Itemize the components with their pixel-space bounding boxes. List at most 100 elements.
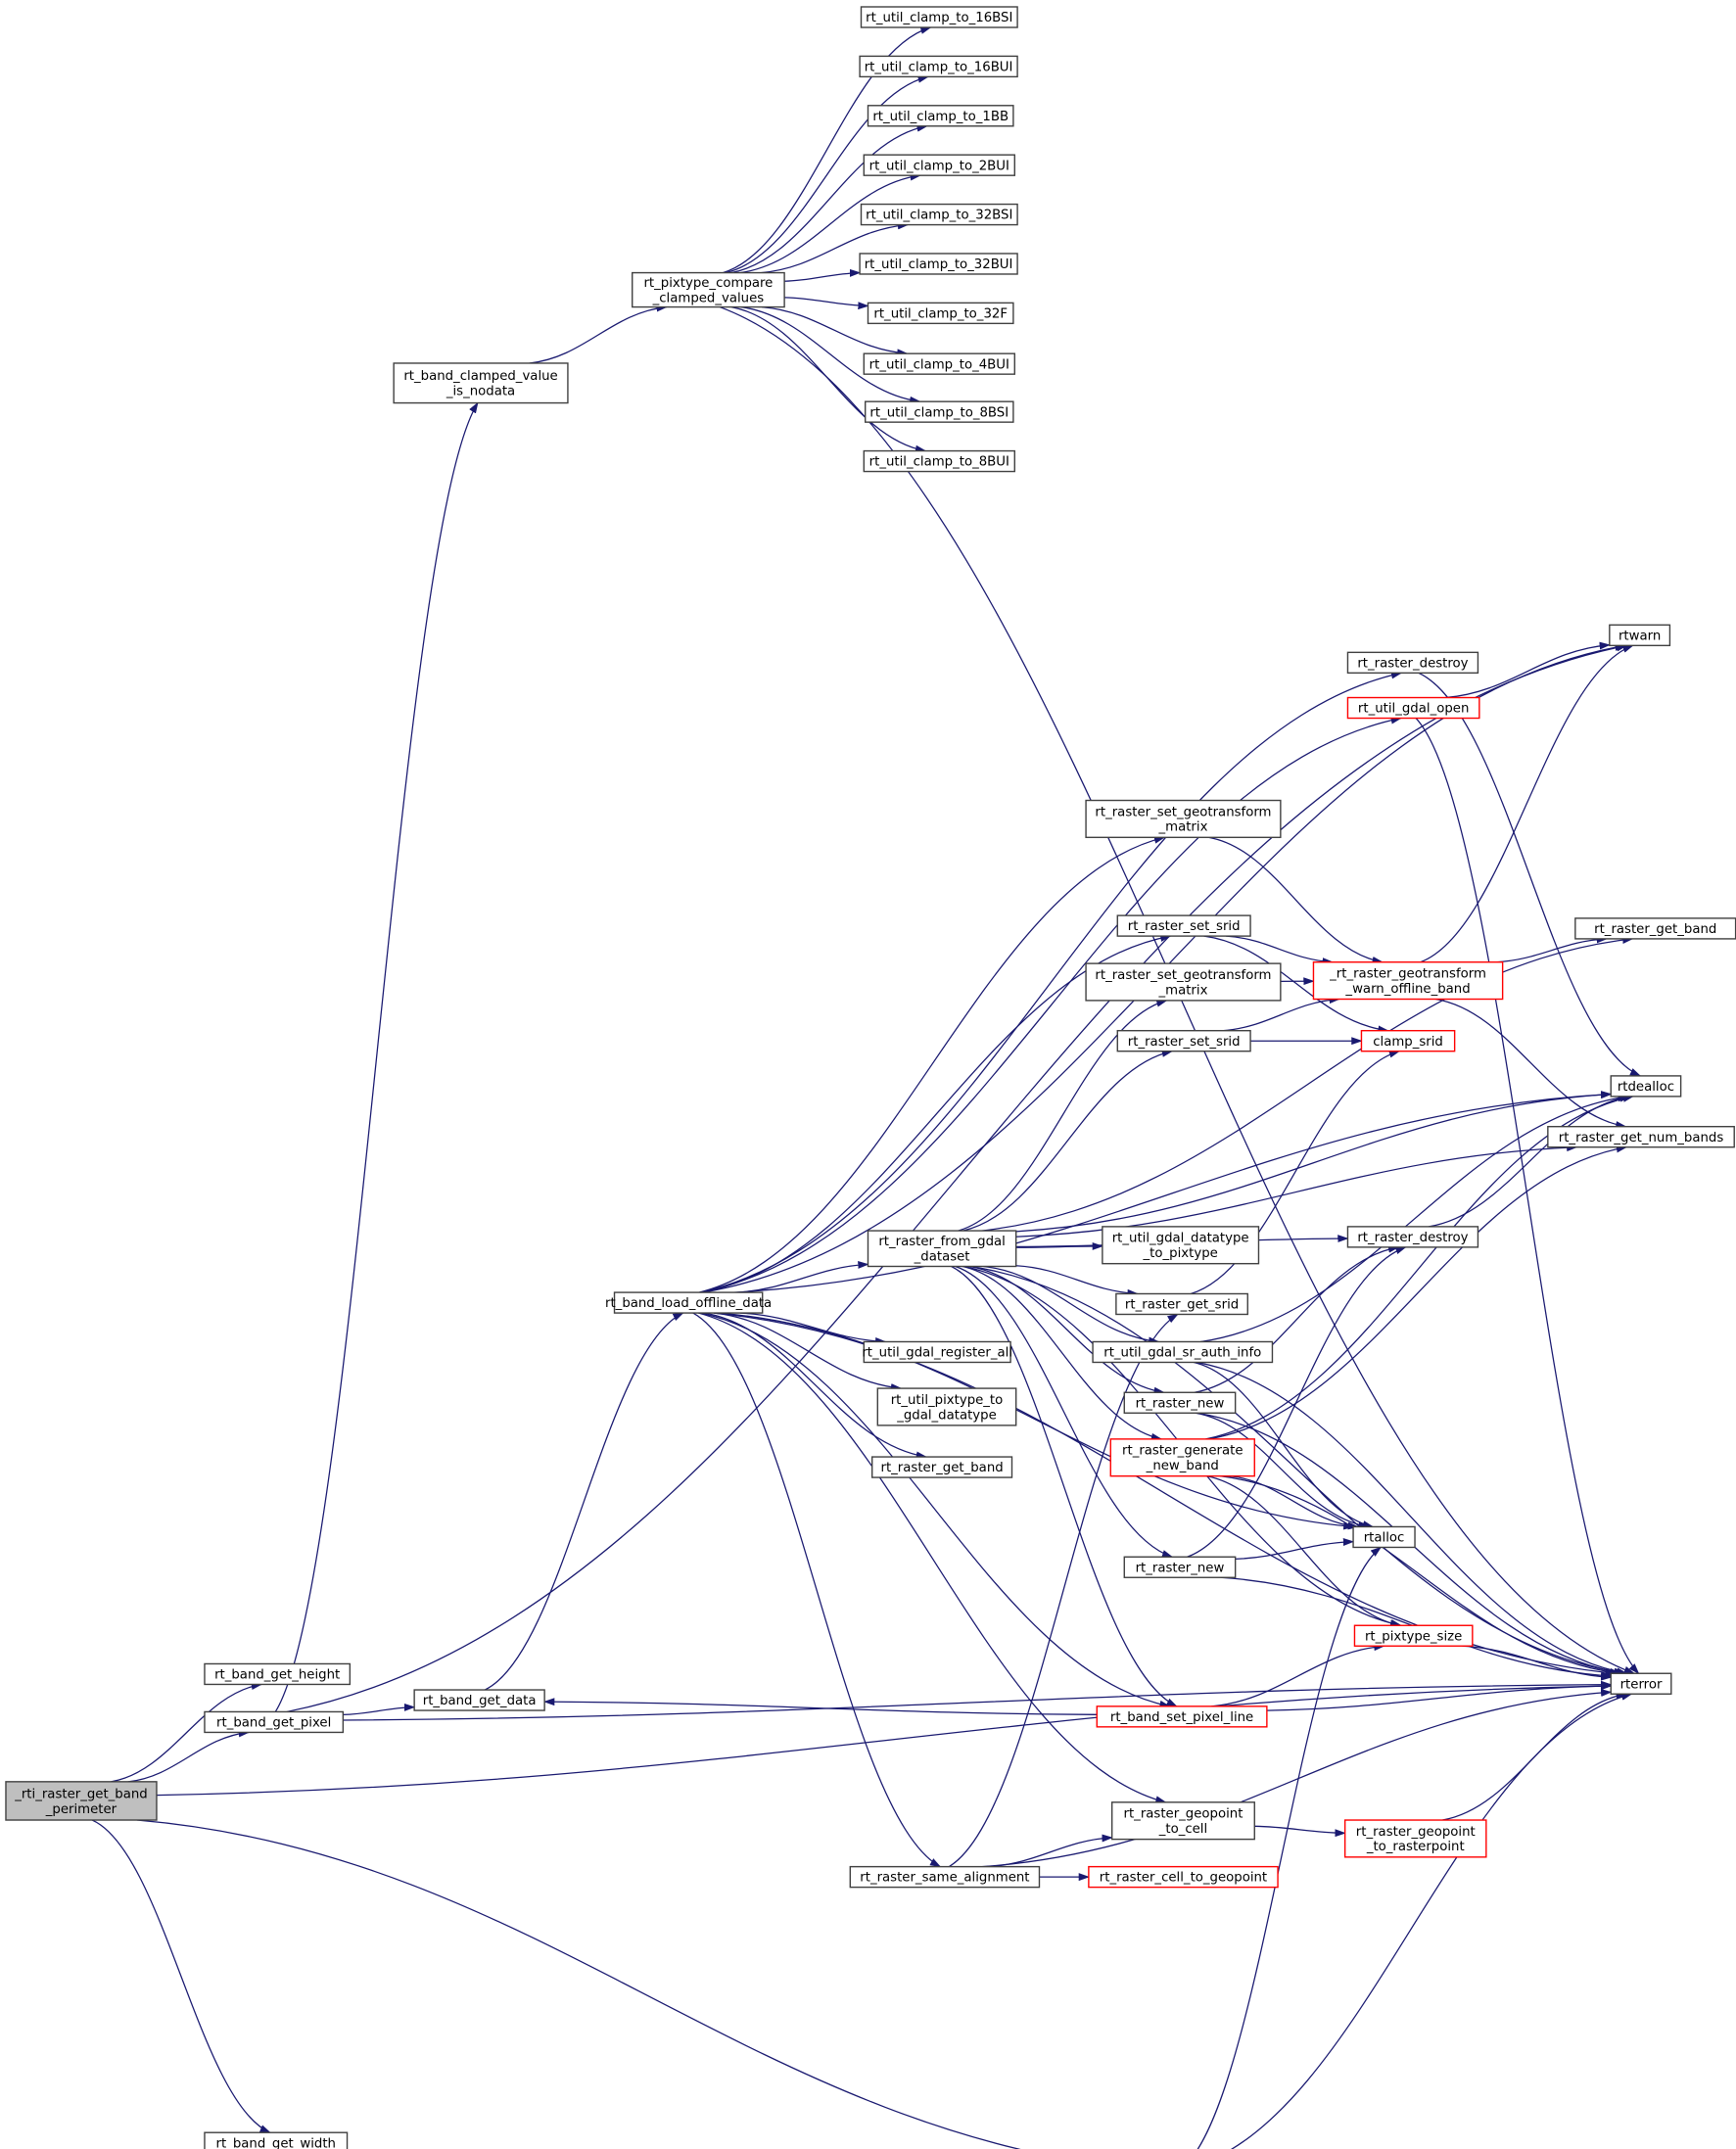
node-get-height[interactable]: rt_band_get_height bbox=[204, 1662, 352, 1686]
node-box[interactable] bbox=[204, 1710, 345, 1734]
node-pixtype-to-gdal[interactable]: rt_util_pixtype_to_gdal_datatype bbox=[876, 1387, 1017, 1426]
node-set-geo-b[interactable]: rt_raster_set_geotransform_matrix bbox=[1085, 962, 1282, 1002]
node-box[interactable] bbox=[860, 203, 1018, 226]
node-get-pixel[interactable]: rt_band_get_pixel bbox=[204, 1710, 345, 1734]
node-box[interactable] bbox=[870, 1456, 1013, 1478]
node-rtdealloc[interactable]: rtdealloc bbox=[1610, 1075, 1682, 1098]
node-box[interactable] bbox=[613, 1291, 764, 1314]
node-box[interactable] bbox=[865, 400, 1014, 423]
node-from-gdal[interactable]: rt_raster_from_gdal_dataset bbox=[867, 1230, 1017, 1268]
node-warn-offline[interactable]: _rt_raster_geotransform_warn_offline_ban… bbox=[1312, 961, 1504, 1001]
node-rtalloc[interactable]: rtalloc bbox=[1352, 1525, 1416, 1549]
node-box[interactable] bbox=[1609, 624, 1671, 647]
node-box[interactable] bbox=[1547, 1125, 1735, 1148]
node-box[interactable] bbox=[1610, 1672, 1672, 1695]
node-box[interactable] bbox=[867, 1230, 1017, 1268]
node-box[interactable] bbox=[1085, 962, 1282, 1002]
node-box[interactable] bbox=[1115, 1292, 1248, 1316]
node-c4bui[interactable]: rt_util_clamp_to_4BUI bbox=[863, 352, 1015, 375]
node-root[interactable]: _rti_raster_get_band_perimeter bbox=[5, 1781, 158, 1821]
node-box[interactable] bbox=[863, 154, 1015, 176]
node-box[interactable] bbox=[1123, 1391, 1237, 1414]
node-box[interactable] bbox=[1110, 1801, 1255, 1841]
node-box[interactable] bbox=[204, 1662, 352, 1686]
node-raster-new-a[interactable]: rt_raster_new bbox=[1123, 1391, 1237, 1414]
node-compare-clamped[interactable]: rt_pixtype_compare_clamped_values bbox=[632, 271, 785, 308]
node-box[interactable] bbox=[413, 1689, 545, 1711]
node-label: rt_band_get_height bbox=[214, 1668, 340, 1683]
node-clamp-srid[interactable]: clamp_srid bbox=[1360, 1030, 1456, 1052]
node-box[interactable] bbox=[1085, 799, 1282, 839]
node-box[interactable] bbox=[1102, 1226, 1260, 1265]
edge-compare-clamped-to-c16bui bbox=[726, 74, 929, 274]
node-label: rt_band_get_pixel bbox=[216, 1716, 331, 1731]
node-geopoint-to-rasterpoint[interactable]: rt_raster_geopoint_to_rasterpoint bbox=[1343, 1819, 1487, 1858]
node-set-srid-a[interactable]: rt_raster_set_srid bbox=[1116, 914, 1251, 937]
node-box[interactable] bbox=[1353, 1624, 1474, 1647]
node-set-geo-a[interactable]: rt_raster_set_geotransform_matrix bbox=[1085, 799, 1282, 839]
node-box[interactable] bbox=[863, 352, 1015, 375]
node-c32f[interactable]: rt_util_clamp_to_32F bbox=[867, 302, 1014, 325]
node-box[interactable] bbox=[859, 55, 1018, 78]
node-gdal-dt-to-pix[interactable]: rt_util_gdal_datatype_to_pixtype bbox=[1102, 1226, 1260, 1265]
node-box[interactable] bbox=[1312, 961, 1504, 1001]
node-get-srid[interactable]: rt_raster_get_srid bbox=[1115, 1292, 1248, 1316]
node-c1bb[interactable]: rt_util_clamp_to_1BB bbox=[867, 105, 1014, 127]
node-box[interactable] bbox=[1352, 1525, 1416, 1549]
node-box[interactable] bbox=[876, 1387, 1017, 1426]
node-get-width[interactable]: rt_band_get_width bbox=[204, 2131, 349, 2149]
node-raster-new-b[interactable]: rt_raster_new bbox=[1123, 1556, 1237, 1578]
node-get-band-a[interactable]: rt_raster_get_band bbox=[870, 1456, 1013, 1478]
node-box[interactable] bbox=[1610, 1075, 1682, 1098]
node-box[interactable] bbox=[849, 1865, 1041, 1889]
node-box[interactable] bbox=[1346, 1226, 1479, 1248]
node-set-pixel-line[interactable]: rt_band_set_pixel_line bbox=[1096, 1705, 1268, 1728]
node-destroy-b[interactable]: rt_raster_destroy bbox=[1346, 1226, 1479, 1248]
node-box[interactable] bbox=[1343, 1819, 1487, 1858]
node-geopoint-to-cell[interactable]: rt_raster_geopoint_to_cell bbox=[1110, 1801, 1255, 1841]
node-clamped-nodata[interactable]: rt_band_clamped_value_is_nodata bbox=[393, 362, 569, 404]
node-c32bui[interactable]: rt_util_clamp_to_32BUI bbox=[859, 253, 1018, 275]
node-c8bsi[interactable]: rt_util_clamp_to_8BSI bbox=[865, 400, 1014, 423]
node-cell-to-geopoint[interactable]: rt_raster_cell_to_geopoint bbox=[1088, 1865, 1279, 1889]
node-box[interactable] bbox=[863, 1340, 1011, 1364]
node-sr-auth[interactable]: rt_util_gdal_sr_auth_info bbox=[1092, 1340, 1274, 1364]
node-box[interactable] bbox=[204, 2131, 349, 2149]
node-gen-new-band[interactable]: rt_raster_generate_new_band bbox=[1109, 1438, 1255, 1477]
node-set-srid-b[interactable]: rt_raster_set_srid bbox=[1116, 1030, 1251, 1052]
node-destroy-a[interactable]: rt_raster_destroy bbox=[1346, 651, 1479, 675]
node-box[interactable] bbox=[859, 253, 1018, 275]
node-rtwarn[interactable]: rtwarn bbox=[1609, 624, 1671, 647]
node-box[interactable] bbox=[632, 271, 785, 308]
node-box[interactable] bbox=[1088, 1865, 1279, 1889]
node-same-alignment[interactable]: rt_raster_same_alignment bbox=[849, 1865, 1041, 1889]
node-box[interactable] bbox=[1092, 1340, 1274, 1364]
node-box[interactable] bbox=[867, 105, 1014, 127]
node-c8bui[interactable]: rt_util_clamp_to_8BUI bbox=[863, 449, 1015, 473]
node-get-data[interactable]: rt_band_get_data bbox=[413, 1689, 545, 1711]
node-gdal-register[interactable]: rt_util_gdal_register_all bbox=[862, 1340, 1012, 1364]
node-num-bands[interactable]: rt_raster_get_num_bands bbox=[1547, 1125, 1735, 1148]
node-pixtype-size[interactable]: rt_pixtype_size bbox=[1353, 1624, 1474, 1647]
node-gdal-open[interactable]: rt_util_gdal_open bbox=[1346, 696, 1480, 720]
node-c16bui[interactable]: rt_util_clamp_to_16BUI bbox=[859, 55, 1018, 78]
node-c16bsi[interactable]: rt_util_clamp_to_16BSI bbox=[860, 6, 1018, 28]
node-box[interactable] bbox=[1346, 696, 1480, 720]
node-box[interactable] bbox=[860, 6, 1018, 28]
node-c32bsi[interactable]: rt_util_clamp_to_32BSI bbox=[860, 203, 1018, 226]
node-box[interactable] bbox=[1360, 1030, 1456, 1052]
node-box[interactable] bbox=[1096, 1705, 1268, 1728]
node-box[interactable] bbox=[393, 362, 569, 404]
node-c2bui[interactable]: rt_util_clamp_to_2BUI bbox=[863, 154, 1015, 176]
node-get-band-b[interactable]: rt_raster_get_band bbox=[1574, 917, 1736, 940]
node-box[interactable] bbox=[1123, 1556, 1237, 1578]
node-box[interactable] bbox=[1346, 651, 1479, 675]
node-box[interactable] bbox=[1116, 914, 1251, 937]
node-box[interactable] bbox=[1109, 1438, 1255, 1477]
node-box[interactable] bbox=[5, 1781, 158, 1821]
node-box[interactable] bbox=[863, 449, 1015, 473]
node-load-offline[interactable]: rt_band_load_offline_data bbox=[605, 1291, 772, 1314]
node-box[interactable] bbox=[1116, 1030, 1251, 1052]
node-rterror[interactable]: rterror bbox=[1610, 1672, 1672, 1695]
node-box[interactable] bbox=[867, 302, 1014, 325]
